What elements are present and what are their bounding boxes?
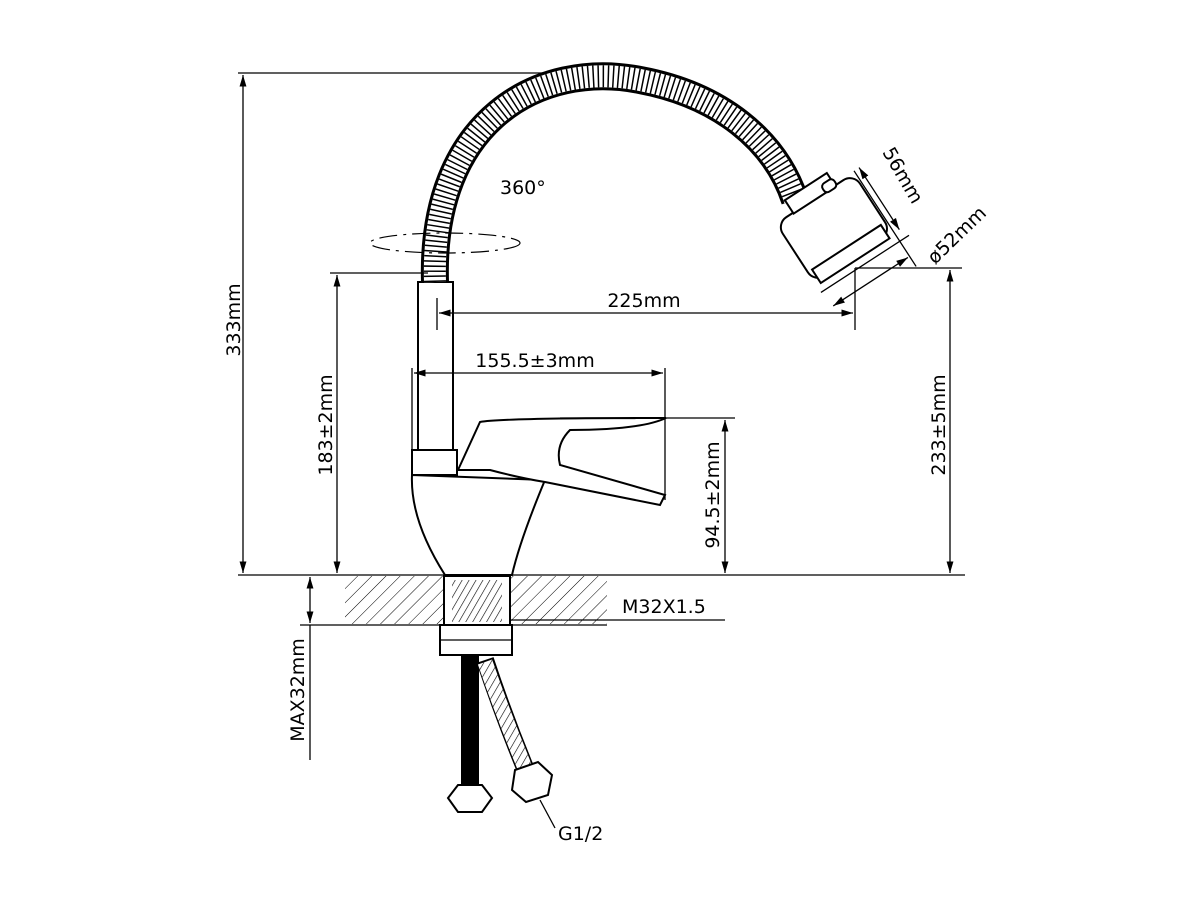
spray-button — [821, 178, 838, 194]
total-height-label: 333mm — [223, 283, 245, 356]
handle-height-label: 94.5±2mm — [702, 441, 724, 548]
max-thickness-label: MAX32mm — [287, 638, 309, 742]
faucet-body — [410, 473, 547, 576]
outlet-height-label: 233±5mm — [928, 374, 950, 475]
swivel-ring — [411, 449, 458, 476]
hose-right — [477, 659, 537, 783]
head-length-dimension — [858, 167, 900, 230]
hose-nut-left — [446, 784, 494, 813]
connection-label: G1/2 — [558, 823, 603, 845]
rotation-label: 360° — [500, 177, 546, 199]
thread-texture — [452, 580, 502, 622]
handle-reach-label: 155.5±3mm — [475, 350, 594, 372]
spray-head — [779, 167, 917, 307]
lever-handle — [456, 417, 667, 507]
thread-label: M32X1.5 — [622, 596, 706, 618]
rotation-ellipse — [369, 232, 521, 254]
connection-leader — [539, 799, 556, 829]
head-diameter-label: ø52mm — [923, 202, 991, 268]
hose-nut-right — [510, 760, 554, 804]
spout-column — [417, 281, 454, 451]
spout-height-label: 183±2mm — [315, 374, 337, 475]
reach-label: 225mm — [607, 290, 680, 312]
head-diameter-dimension — [832, 256, 909, 307]
head-length-label: 56mm — [878, 144, 928, 208]
